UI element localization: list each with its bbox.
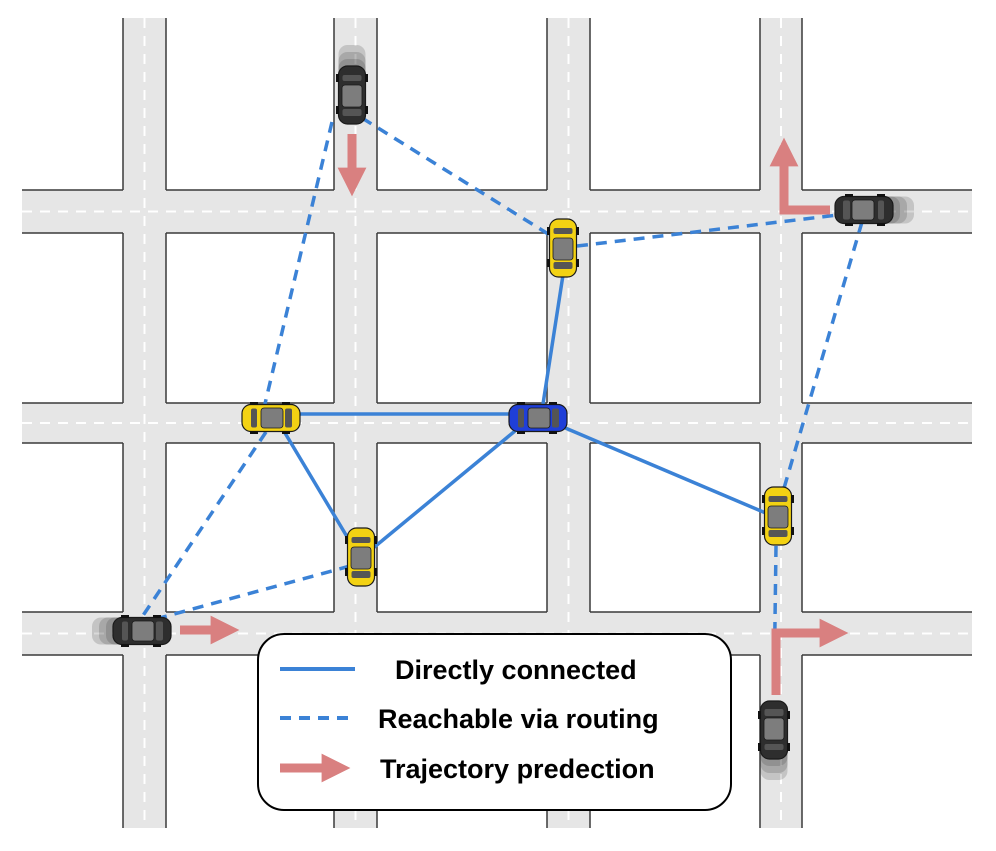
link-direct-yellow-1-yellow-3 — [283, 432, 354, 546]
car-wheel — [121, 644, 129, 647]
car-rear-window — [878, 200, 884, 220]
legend-box — [257, 633, 732, 811]
link-direct-ego-yellow-4 — [562, 425, 769, 516]
legend: Directly connected Reachable via routing… — [257, 633, 732, 811]
link-direct-yellow-3-ego — [370, 429, 517, 551]
legend-label-routing: Reachable via routing — [378, 704, 659, 734]
car-wheel — [282, 431, 290, 434]
trajectory-arrow-dark-2 — [769, 137, 830, 215]
link-direct-yellow-2-ego — [541, 274, 565, 405]
car-windshield — [843, 200, 850, 220]
car-wheel — [547, 259, 550, 267]
car-roof — [763, 717, 785, 741]
link-routing-yellow-3-dark-3 — [144, 564, 351, 624]
trajectory-arrows — [180, 134, 849, 695]
car-rear-window — [764, 744, 784, 750]
vehicle-yellow-2 — [547, 218, 579, 278]
car-wheel — [877, 223, 885, 226]
legend-label-trajectory: Trajectory predection — [380, 754, 655, 784]
vehicle-dark-2 — [834, 194, 914, 226]
car-wheel — [762, 527, 765, 535]
link-routing-dark-2-yellow-4 — [780, 221, 864, 496]
car-windshield — [342, 109, 362, 116]
car-wheel — [250, 402, 258, 405]
car-windshield — [553, 262, 573, 269]
car-wheel — [282, 402, 290, 405]
vehicle-dark-1 — [336, 45, 368, 125]
car-wheel — [345, 568, 348, 576]
car-windshield — [351, 571, 371, 578]
vehicle-yellow-4 — [762, 486, 794, 546]
vehicle-dark-4 — [758, 700, 790, 780]
car-windshield — [285, 408, 292, 428]
car-wheel — [845, 223, 853, 226]
car-wheel — [549, 431, 557, 434]
car-windshield — [156, 621, 163, 641]
car-wheel — [153, 615, 161, 618]
car-roof — [527, 407, 551, 429]
car-wheel — [345, 536, 348, 544]
trajectory-arrow-dark-4 — [771, 618, 849, 695]
car-roof — [851, 199, 875, 221]
car-wheel — [791, 527, 794, 535]
car-wheel — [547, 227, 550, 235]
car-rear-window — [342, 75, 362, 81]
car-wheel — [153, 644, 161, 647]
car-roof — [260, 407, 284, 429]
car-wheel — [336, 74, 339, 82]
car-wheel — [791, 495, 794, 503]
vehicle-yellow-3 — [345, 527, 377, 587]
link-routing-yellow-2-dark-2 — [576, 213, 839, 248]
car-rear-window — [553, 228, 573, 234]
car-wheel — [374, 568, 377, 576]
link-routing-dark-1-yellow-1 — [262, 121, 334, 409]
car-wheel — [845, 194, 853, 197]
car-wheel — [758, 743, 761, 751]
car-rear-window — [351, 537, 371, 543]
car-wheel — [762, 495, 765, 503]
vehicle-ego — [508, 402, 568, 434]
car-rear-window — [518, 408, 524, 428]
car-rear-window — [768, 496, 788, 502]
car-roof — [552, 237, 574, 261]
car-windshield — [764, 709, 784, 716]
car-wheel — [121, 615, 129, 618]
car-roof — [767, 505, 789, 529]
car-wheel — [365, 74, 368, 82]
car-wheel — [787, 711, 790, 719]
car-wheel — [365, 106, 368, 114]
car-wheel — [758, 711, 761, 719]
car-wheel — [549, 402, 557, 405]
car-wheel — [336, 106, 339, 114]
car-wheel — [576, 227, 579, 235]
vehicles — [92, 45, 914, 780]
legend-label-direct: Directly connected — [395, 655, 637, 685]
car-rear-window — [122, 621, 128, 641]
car-wheel — [374, 536, 377, 544]
car-wheel — [250, 431, 258, 434]
car-wheel — [576, 259, 579, 267]
car-windshield — [768, 530, 788, 537]
vehicle-dark-3 — [92, 615, 172, 647]
car-roof — [131, 620, 155, 642]
car-wheel — [877, 194, 885, 197]
vehicle-yellow-1 — [241, 402, 301, 434]
car-rear-window — [251, 408, 257, 428]
car-roof — [341, 84, 363, 108]
car-wheel — [517, 431, 525, 434]
car-windshield — [552, 408, 559, 428]
car-roof — [350, 546, 372, 570]
car-wheel — [517, 402, 525, 405]
car-wheel — [787, 743, 790, 751]
